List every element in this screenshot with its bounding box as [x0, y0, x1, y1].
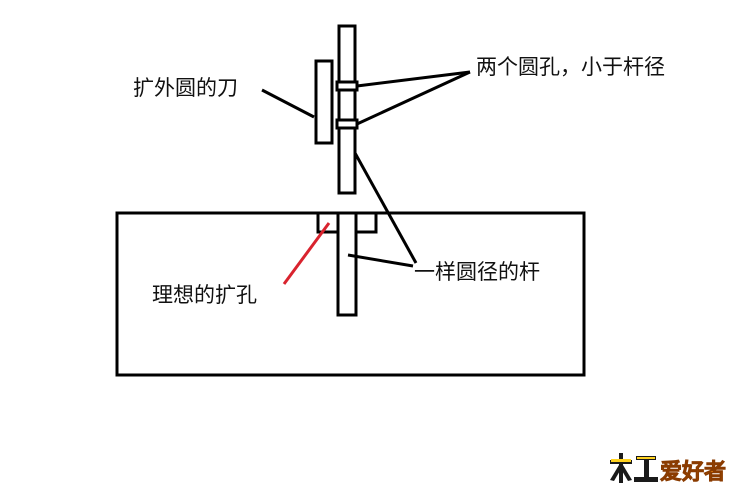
upper-hole-1 [335, 80, 359, 92]
label-holes: 两个圆孔，小于杆径 [476, 55, 665, 79]
watermark-text: 爱好者 [660, 459, 726, 485]
upper-hole-2 [335, 118, 359, 130]
leader-hole-2 [356, 70, 471, 126]
lower-rod [336, 211, 358, 317]
leader-ideal-hole [282, 222, 331, 285]
label-rod: 一样圆径的杆 [414, 260, 540, 284]
watermark-char-wood [610, 453, 632, 483]
cutter-blade [314, 59, 334, 145]
watermark-char-work [634, 456, 658, 482]
leader-rod-lower [347, 253, 414, 268]
watermark-logo: 爱好者 [610, 453, 726, 485]
leader-hole-1 [356, 70, 471, 88]
label-cutter: 扩外圆的刀 [133, 76, 238, 100]
leader-cutter [261, 88, 315, 119]
label-ideal-hole: 理想的扩孔 [152, 283, 257, 307]
upper-rod [337, 24, 357, 195]
leader-rod-upper [353, 152, 418, 264]
